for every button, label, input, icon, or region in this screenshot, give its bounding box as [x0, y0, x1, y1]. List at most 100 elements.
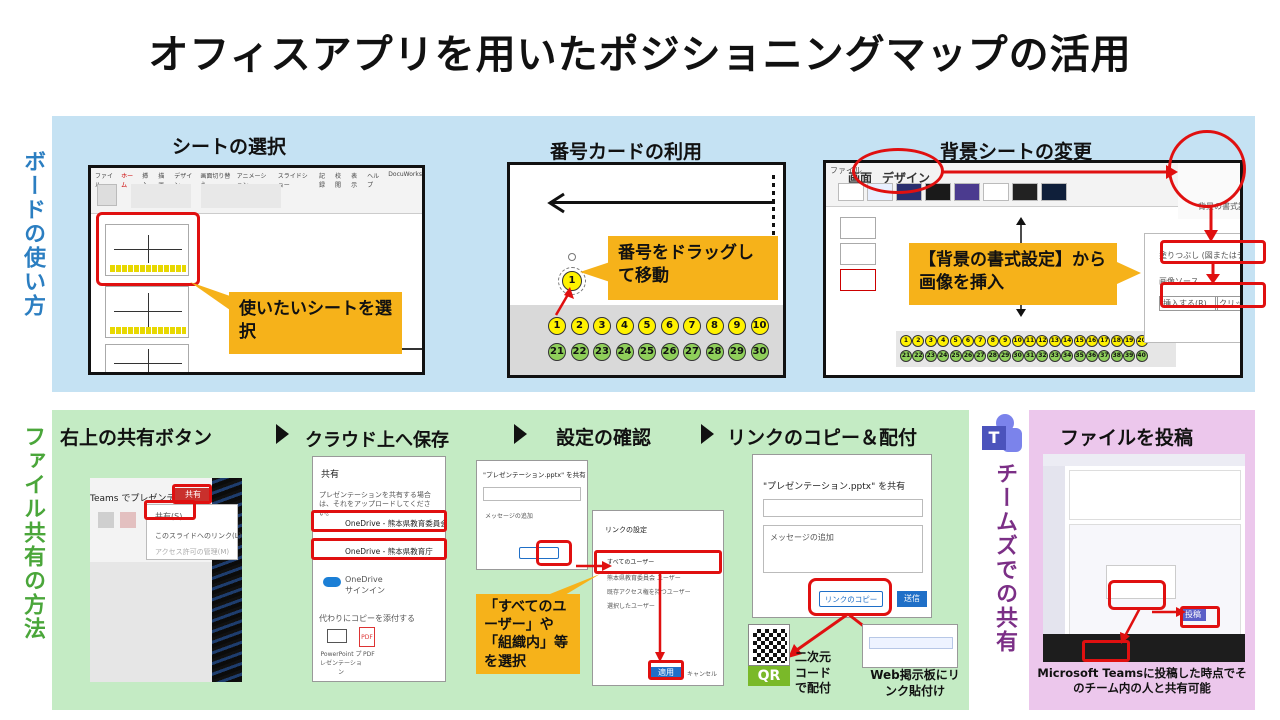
- link-message-field[interactable]: メッセージの追加: [485, 513, 533, 520]
- ribbon-tab[interactable]: 表示: [351, 173, 358, 189]
- ribbon-tab[interactable]: ホーム: [121, 173, 134, 189]
- number-card[interactable]: 6: [962, 335, 974, 347]
- number-card[interactable]: 18: [1110, 335, 1123, 347]
- number-card[interactable]: 29: [999, 350, 1012, 362]
- number-card[interactable]: 34: [1061, 350, 1074, 362]
- option-org[interactable]: 熊本県教育委員会 ユーザー: [607, 575, 681, 582]
- copy-recipient-input[interactable]: [763, 499, 923, 517]
- number-card[interactable]: 35: [1073, 350, 1086, 362]
- number-card[interactable]: 30: [750, 343, 769, 361]
- number-card[interactable]: 26: [962, 350, 974, 362]
- number-card[interactable]: 1: [900, 335, 912, 347]
- option-everyone[interactable]: すべてのユーザー: [607, 559, 655, 566]
- number-card[interactable]: 7: [974, 335, 987, 347]
- number-card[interactable]: 36: [1086, 350, 1098, 362]
- number-card[interactable]: 14: [1061, 335, 1074, 347]
- number-card[interactable]: 9: [999, 335, 1012, 347]
- share-button[interactable]: 共有: [174, 488, 212, 502]
- onedrive-board-option[interactable]: OneDrive - 熊本県教育委員会: [345, 519, 446, 528]
- number-card[interactable]: 10: [1011, 335, 1024, 347]
- number-card[interactable]: 28: [705, 343, 724, 361]
- slide-thumb-1[interactable]: [105, 224, 189, 276]
- bg-slide-thumb-2[interactable]: [840, 243, 876, 265]
- number-card[interactable]: 21: [900, 350, 912, 362]
- copy-link-button[interactable]: リンクのコピー: [819, 591, 883, 607]
- number-card[interactable]: 8: [986, 335, 999, 347]
- bg-slide-thumb-1[interactable]: [840, 217, 876, 239]
- number-card[interactable]: 16: [1086, 335, 1098, 347]
- slide-thumb-2[interactable]: [105, 286, 189, 338]
- theme-swatch[interactable]: [954, 183, 980, 201]
- share-menu-item-share[interactable]: 共有(S)...: [155, 512, 190, 521]
- copy-message-box[interactable]: メッセージの追加: [763, 525, 923, 573]
- link-settings-button[interactable]: [519, 547, 559, 559]
- number-card[interactable]: 11: [1024, 335, 1036, 347]
- number-card[interactable]: 13: [1048, 335, 1061, 347]
- send-button[interactable]: 送信: [897, 591, 927, 607]
- number-card[interactable]: 9: [728, 317, 746, 335]
- theme-swatch[interactable]: [1041, 183, 1067, 201]
- fill-option[interactable]: 塗りつぶし (図またはテクスチャ): [1159, 251, 1240, 260]
- number-card[interactable]: 22: [570, 343, 589, 361]
- number-card[interactable]: 6: [660, 317, 679, 335]
- onedrive-office-option[interactable]: OneDrive - 熊本県教育庁: [345, 547, 433, 556]
- slide-thumb-3[interactable]: [105, 344, 189, 372]
- onedrive-option[interactable]: OneDrive: [345, 575, 383, 584]
- bg-slide-thumb-3[interactable]: [840, 269, 876, 291]
- number-card[interactable]: 15: [1073, 335, 1086, 347]
- theme-swatch[interactable]: [1012, 183, 1038, 201]
- share-menu-item-permissions[interactable]: アクセス許可の管理(M): [155, 548, 230, 556]
- number-card[interactable]: 27: [974, 350, 987, 362]
- number-card[interactable]: 27: [683, 343, 701, 361]
- number-card[interactable]: 40: [1135, 350, 1148, 362]
- number-card[interactable]: 28: [986, 350, 999, 362]
- number-card[interactable]: 24: [615, 343, 634, 361]
- number-card[interactable]: 30: [1011, 350, 1024, 362]
- number-card[interactable]: 2: [570, 317, 589, 335]
- signin-option[interactable]: サインイン: [345, 586, 385, 595]
- number-card[interactable]: 3: [593, 317, 611, 335]
- teams-post-button[interactable]: 投稿: [1180, 609, 1206, 621]
- insert-image-button[interactable]: 挿入する(R)...: [1159, 296, 1219, 311]
- number-card[interactable]: 26: [660, 343, 679, 361]
- number-card[interactable]: 24: [937, 350, 950, 362]
- option-existing[interactable]: 既存アクセス権を持つユーザー: [607, 589, 691, 596]
- number-card[interactable]: 8: [705, 317, 724, 335]
- apply-button[interactable]: 適用: [651, 667, 681, 679]
- theme-swatch[interactable]: [838, 183, 864, 201]
- number-card[interactable]: 29: [728, 343, 746, 361]
- number-card[interactable]: 33: [1048, 350, 1061, 362]
- number-card[interactable]: 31: [1024, 350, 1036, 362]
- theme-swatch[interactable]: [983, 183, 1009, 201]
- number-card[interactable]: 22: [912, 350, 925, 362]
- number-card[interactable]: 38: [1110, 350, 1123, 362]
- option-selected[interactable]: 選択したユーザー: [607, 603, 655, 610]
- number-card[interactable]: 2: [912, 335, 925, 347]
- number-card[interactable]: 39: [1123, 350, 1136, 362]
- dragged-number-card[interactable]: 1: [558, 267, 586, 295]
- ribbon-tab[interactable]: 記録: [318, 173, 325, 189]
- ribbon-tab[interactable]: DocuWorks: [388, 171, 422, 178]
- share-menu-item-link[interactable]: このスライドへのリンク(L): [155, 532, 242, 540]
- attach-pdf[interactable]: PDF: [363, 651, 375, 658]
- number-card[interactable]: 4: [615, 317, 634, 335]
- number-card[interactable]: 23: [593, 343, 611, 361]
- number-card[interactable]: 5: [638, 317, 656, 335]
- number-card[interactable]: 17: [1098, 335, 1111, 347]
- attach-pptx[interactable]: PowerPoint プレゼンテーション: [320, 651, 362, 676]
- number-card[interactable]: 25: [949, 350, 962, 362]
- number-card[interactable]: 3: [924, 335, 937, 347]
- number-card[interactable]: 12: [1036, 335, 1049, 347]
- number-card[interactable]: 37: [1098, 350, 1111, 362]
- ribbon-tab[interactable]: スライドショー: [277, 173, 308, 189]
- clipboard-button[interactable]: クリップボ: [1215, 296, 1240, 311]
- bg-format-label[interactable]: 背景の書式設定: [1198, 202, 1240, 211]
- theme-swatch[interactable]: [925, 183, 951, 201]
- recipient-input[interactable]: [483, 487, 581, 501]
- number-card[interactable]: 1: [548, 317, 566, 335]
- number-card[interactable]: 10: [750, 317, 769, 335]
- number-card[interactable]: 21: [548, 343, 566, 361]
- number-card[interactable]: 25: [638, 343, 656, 361]
- number-card[interactable]: 19: [1123, 335, 1136, 347]
- ribbon-tab[interactable]: ヘルプ: [367, 173, 380, 189]
